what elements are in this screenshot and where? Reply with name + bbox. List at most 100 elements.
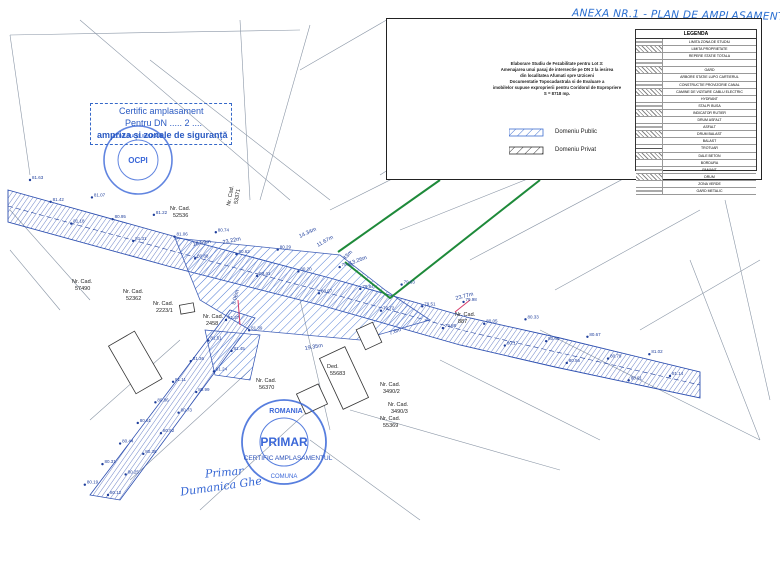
legend-swatch [636,138,663,145]
legend-frame: Elaborare Studiu de Fezabilitate pentru … [386,18,762,196]
elevation-label: 80.61 [140,418,152,423]
certificate-box: Certific amplasament Pentru DN ..... 2 .… [90,103,232,145]
elevation-point [132,239,135,243]
elevation-point [317,292,321,295]
certificate-line2: Pentru DN ..... 2 .... [125,118,203,128]
legend-swatch [636,81,663,88]
legend-label: DRUM [704,174,715,179]
elevation-label: 80.05 [486,319,498,324]
elevation-point [462,300,465,304]
elevation-label: 81.45 [234,346,246,351]
parcel-label: Nr. Cad. [380,416,401,422]
legend-swatch [636,39,663,46]
elevation-point [565,361,568,365]
elevation-label: 80.99 [198,387,210,392]
legend-swatch [636,152,663,159]
legend-label: GARD METALIC [696,188,723,193]
elevation-point [235,252,238,256]
parcel-label: Nr. Cad. [203,314,224,320]
pink-markers [237,299,471,326]
elevation-label: 81.18 [73,219,85,224]
elevation-label: 80.19 [87,480,99,485]
buildings [107,302,383,415]
stamp-caption: CERTIFIC AMPLASAMENTUL [244,455,333,462]
stamp-primar-bottom: COMUNA [271,474,298,480]
legend-swatch [636,88,663,95]
domain-swatches [509,128,544,155]
project-title-line: Amenajarea unui pasaj de intersectie pe … [500,67,614,72]
legend-swatch [636,131,663,138]
elevation-point [503,344,507,347]
elevation-label: 80.62 [238,249,250,254]
legend-row: DRUM [636,173,756,181]
stamp-primar: PRIMAR ROMANIA COMUNA CERTIFIC AMPLASAME… [241,399,333,485]
legend-row: BORDURA [636,159,756,167]
project-title-line: din localitatea Afumati spre Urziceni [520,73,594,78]
elevation-point [171,380,175,383]
elevation-label: 79.95 [342,262,354,267]
parcel-number: 52536 [173,213,188,219]
private-boundary [337,179,541,300]
elevation-label: 80.88 [197,253,209,258]
domain-private-label: Domeniu Privat [555,147,597,153]
stamp-primar-center: PRIMAR [260,435,308,449]
dimension-label: 19.35m [304,343,324,352]
legend-label: CONSTRUCTIE PROVIZORIE CANAL [679,82,740,87]
parcel-label: Nr. Cad. [170,206,191,212]
elevation-label: 80.74 [218,227,230,232]
parcel-number: 57490 [75,286,90,292]
legend-label: LIMITA ZONA DE STUDIU [688,40,731,44]
elevation-point [159,432,163,435]
project-title: Elaborare Studiu de Fezabilitate pentru … [465,61,649,97]
parcel-label: Nr. Cad. [388,402,409,408]
legend-label: INDICATOR RUTIER [693,110,726,115]
stamp-ocpi-center: OCPI [128,156,148,165]
legend-swatch [636,109,663,117]
legend-label: HYDRANT [701,96,718,101]
parcel-label: Nr. Cad. [455,312,476,318]
elevation-point [173,235,176,238]
elevation-label: 81.51 [210,336,222,341]
project-title-line: Documentatie Topocadastrala si de Evalua… [509,79,605,84]
elevation-point [212,370,216,373]
elevation-label: 80.95 [115,214,127,219]
elevation-point [544,339,548,343]
elevation-label: 81.36 [193,356,205,361]
legend-swatch [636,67,663,74]
elevation-point [154,401,157,404]
elevation-label: 80.17 [507,341,519,346]
parcel-number: 53371 [233,189,242,205]
dimension-label: 11.67m [316,234,335,248]
elevation-label: 79.72 [383,306,395,311]
elevation-point [524,318,527,321]
parcel-label: Nr. Cad. [226,185,235,206]
legend-swatch [636,145,663,152]
elevation-point [230,349,233,353]
elevation-point [255,274,259,278]
legend-label: REPERE STATIE TOTALA [688,54,731,59]
elevation-point [111,218,114,221]
elevation-point [136,421,139,425]
legend-row: GARD [636,67,756,75]
elevation-point [90,196,94,199]
elevation-label: 80.33 [527,314,539,319]
elevation-point [193,257,197,260]
parcel-number: 2223/1 [156,308,173,314]
elevation-point [83,483,87,486]
legend-row: CAMINE DE VIZITARE CABLU ELECTRIC [636,88,756,96]
elevation-point [118,442,122,445]
legend-label: CAMINE DE VIZITARE CABLU ELECTRIC [676,89,743,94]
elevation-point [276,248,279,251]
legend-label: BORDURA [700,160,719,165]
legend-swatch [636,159,663,166]
elevation-label: 80.41 [259,271,271,276]
project-title-line: S = 8718 mp. [543,91,571,96]
elevation-label: 81.14 [672,371,684,376]
parcel-label: Nr. Cad. [256,378,277,384]
legend-swatch [636,60,663,67]
legend-label: STALPI BUSA [698,103,721,108]
legend-label: ZONA VERDE [698,181,721,186]
elevation-label: 79.84 [362,284,374,289]
elevation-point [606,357,610,360]
elevation-label: 81.42 [53,197,65,202]
